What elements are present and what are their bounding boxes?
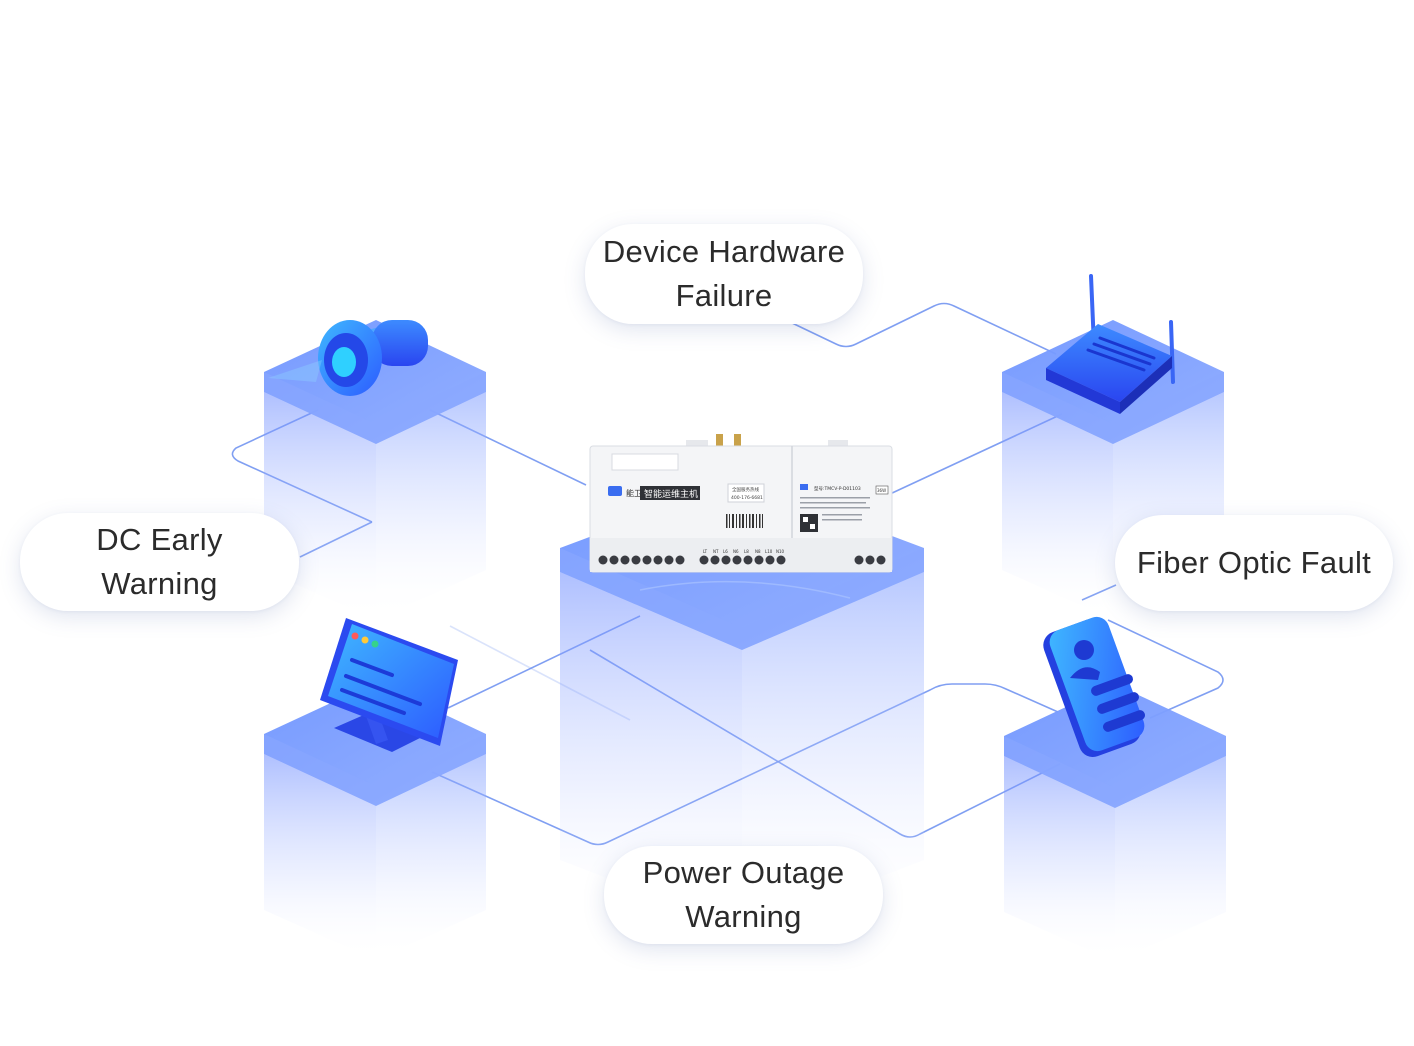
port-label: N6 [733,549,739,554]
host-port-labels: LT NT L6 N6 L8 N8 L10 N10 [703,549,785,554]
label-text: DC Early Warning [96,522,223,601]
port-label: L6 [723,549,728,554]
port-label: N8 [755,549,761,554]
camera-icon [268,320,428,396]
label-text: Fiber Optic Fault [1136,545,1372,580]
line-device-bubble [789,302,1057,355]
phone-icon [1043,616,1145,758]
monitor-icon [320,618,458,752]
label-power-outage-warning: Power Outage Warning [604,846,883,944]
host-title: 智能运维主机 [644,488,698,500]
label-text: Device Hardware Failure [602,234,846,313]
cube-phone [1004,684,1226,962]
label-text: Power Outage Warning [642,855,845,934]
line-phone-right [1107,619,1224,719]
label-dc-early-warning: DC Early Warning [20,513,299,611]
host-hotline-label: 全国服务热线 [732,486,759,493]
terminal-screws [598,555,886,565]
label-device-hardware-failure: Device Hardware Failure [585,224,863,324]
port-label: L10 [765,549,773,554]
port-label: L8 [744,549,749,554]
port-label: NT [713,549,719,554]
label-fiber-optic-fault: Fiber Optic Fault [1115,515,1393,611]
host-hotline: 400-176-6681 [731,495,763,501]
router-icon [1046,274,1175,414]
host-power-rating: 36W [877,488,886,493]
line-camera-left [231,409,373,523]
host-device-icon: 能卫 智能运维主机 全国服务热线 400-176-6681 型号:TMCV-P-… [589,434,893,573]
host-brand: 能卫 [626,488,642,498]
host-model: 型号:TMCV-P-D01103 [814,485,861,492]
cube-host [560,480,924,930]
port-label: N10 [776,549,785,554]
port-label: LT [703,549,708,554]
